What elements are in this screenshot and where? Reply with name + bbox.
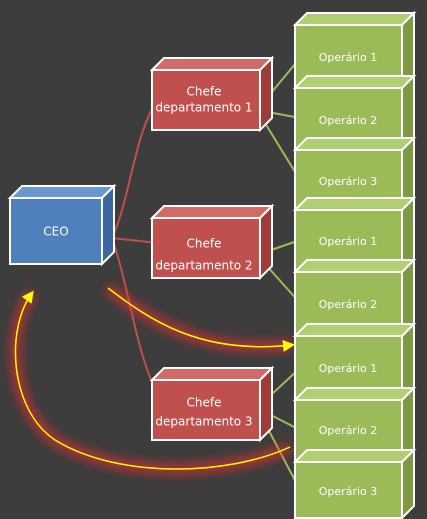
operator-node-4-top bbox=[292, 197, 417, 211]
ceo-to-chief-1-connector bbox=[111, 99, 159, 239]
ceo-node-front bbox=[9, 197, 103, 265]
operator-node-2-top bbox=[292, 75, 417, 89]
operator-3-label: Operário 3 bbox=[319, 175, 377, 188]
chief-node-1-front bbox=[151, 69, 261, 131]
arrow-to-operators bbox=[107, 287, 295, 352]
operator-node-6-top bbox=[292, 323, 417, 337]
operator-node-5-top bbox=[292, 259, 417, 273]
operator-5-label: Operário 2 bbox=[319, 298, 377, 311]
operator-2-label: Operário 2 bbox=[319, 114, 377, 127]
chief-node-2: Chefe departamento 2 bbox=[149, 203, 275, 281]
ceo-to-chief-2-connector bbox=[111, 237, 159, 244]
ceo-label: CEO bbox=[43, 225, 68, 239]
chief-node-3-front bbox=[151, 379, 261, 441]
chief-node-1-top bbox=[149, 57, 275, 71]
operator-node-3-top bbox=[292, 137, 417, 151]
ceo-connectors bbox=[111, 99, 159, 396]
operator-7-label: Operário 2 bbox=[319, 424, 377, 437]
chief-node-3: Chefe departamento 3 bbox=[149, 365, 275, 443]
chief-node-3-side bbox=[259, 365, 273, 443]
operator-4-label: Operário 1 bbox=[319, 235, 377, 248]
chief-1-line-1: Chefe bbox=[187, 85, 222, 99]
operator-node-1: Operário 1 bbox=[292, 10, 417, 91]
chief-node-2-side bbox=[259, 203, 273, 281]
flow-arrows bbox=[10, 284, 295, 474]
operator-node-8: Operário 3 bbox=[292, 447, 417, 519]
chief-3-line-1: Chefe bbox=[187, 396, 222, 410]
chief-2-line-2: departamento 2 bbox=[155, 259, 252, 273]
operator-node-8-top bbox=[292, 449, 417, 463]
operator-8-label: Operário 3 bbox=[319, 485, 377, 498]
chief-node-1-side bbox=[259, 55, 273, 133]
ceo-node-side bbox=[101, 183, 115, 267]
ceo-node-top bbox=[7, 185, 117, 199]
operator-6-label: Operário 1 bbox=[319, 362, 377, 375]
chief-1-line-2: departamento 1 bbox=[155, 101, 252, 115]
chief-2-line-1: Chefe bbox=[187, 237, 222, 251]
chief-3-line-2: departamento 3 bbox=[155, 415, 252, 429]
chief-node-2-front bbox=[151, 217, 261, 279]
chief-node-3-top bbox=[149, 367, 275, 381]
ceo-to-chief-3-connector bbox=[111, 237, 159, 396]
operator-node-8-side bbox=[401, 447, 415, 519]
chief-node-1: Chefe departamento 1 bbox=[149, 55, 275, 133]
operator-node-8-front bbox=[294, 461, 403, 519]
operator-node-1-top bbox=[292, 12, 417, 26]
ceo-node: CEO bbox=[7, 183, 117, 267]
operator-node-7-top bbox=[292, 387, 417, 401]
chief-node-2-top bbox=[149, 205, 275, 219]
arrow-back-to-ceo bbox=[14, 290, 291, 470]
operator-1-label: Operário 1 bbox=[319, 51, 377, 64]
